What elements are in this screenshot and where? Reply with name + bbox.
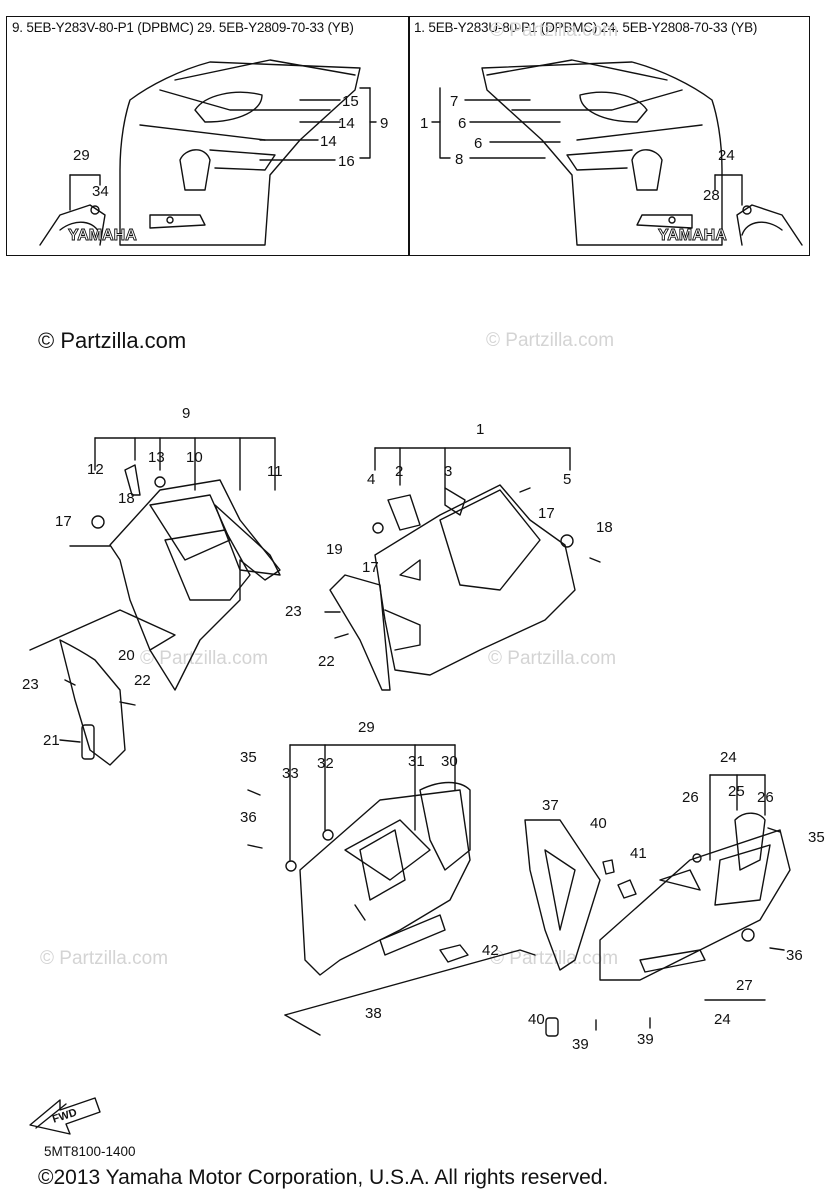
callout-18: 18 (118, 490, 135, 507)
callout-42: 42 (482, 942, 499, 959)
callout-39: 39 (637, 1031, 654, 1048)
left-side-fairing-decal-view (39, 59, 361, 246)
right-part-caption: 1. 5EB-Y283U-80-P1 (DPBMC) 24. 5EB-Y2808… (414, 20, 758, 35)
callout-23: 23 (22, 676, 39, 693)
fwd-arrow-icon (29, 1097, 101, 1135)
callout-39: 39 (572, 1036, 589, 1053)
callout-18: 18 (596, 519, 613, 536)
watermark: © Partzilla.com (140, 648, 269, 669)
callout-34: 34 (92, 183, 109, 200)
watermark: © Partzilla.com (40, 948, 169, 969)
callout-26: 26 (682, 789, 699, 806)
callout-25: 25 (728, 783, 745, 800)
watermark: © Partzilla.com (486, 330, 615, 351)
callout-24: 24 (714, 1011, 731, 1028)
callout-29: 29 (358, 719, 375, 736)
callout-9: 9 (380, 115, 388, 132)
callout-4: 4 (367, 471, 375, 488)
watermark: © Partzilla.com (490, 948, 619, 969)
callout-16: 16 (338, 153, 355, 170)
callout-11: 11 (267, 463, 283, 480)
front-cowling-assembly (324, 447, 601, 691)
under-cowling-left-assembly (247, 744, 536, 1036)
callout-7: 7 (450, 93, 458, 110)
inner-fairing-left-assembly (29, 437, 281, 766)
callout-21: 21 (43, 732, 60, 749)
callout-6: 6 (474, 135, 482, 152)
under-cowling-right-assembly (524, 774, 791, 1037)
callout-40: 40 (528, 1011, 545, 1028)
callout-6: 6 (458, 115, 466, 132)
callout-40: 40 (590, 815, 607, 832)
callout-14: 14 (338, 115, 355, 132)
callout-28: 28 (703, 187, 720, 204)
callout-38: 38 (365, 1005, 382, 1022)
callout-31: 31 (408, 753, 425, 770)
callout-17: 17 (362, 559, 379, 576)
callout-3: 3 (444, 463, 452, 480)
callout-9: 9 (182, 405, 190, 422)
callout-35: 35 (240, 749, 257, 766)
callout-23: 23 (285, 603, 302, 620)
callout-17: 17 (538, 505, 555, 522)
callout-12: 12 (87, 461, 104, 478)
callout-13: 13 (148, 449, 165, 466)
right-decal-callout-lines (431, 87, 743, 206)
right-side-fairing-decal-view (481, 59, 803, 246)
callout-32: 32 (317, 755, 334, 772)
callout-26: 26 (757, 789, 774, 806)
callout-41: 41 (630, 845, 647, 862)
yamaha-decal: YAMAHA (658, 227, 727, 244)
yamaha-decal: YAMAHA (68, 227, 137, 244)
watermark: © Partzilla.com (488, 648, 617, 669)
partzilla-copyright: © Partzilla.com (38, 328, 187, 353)
callout-24: 24 (720, 749, 737, 766)
callout-35: 35 (808, 829, 825, 846)
callout-17: 17 (55, 513, 72, 530)
diagram-code: 5MT8100-1400 (44, 1144, 136, 1159)
left-decal-callout-lines (69, 87, 377, 211)
callout-37: 37 (542, 797, 559, 814)
callout-5: 5 (563, 471, 571, 488)
callout-22: 22 (134, 672, 151, 689)
callout-19: 19 (326, 541, 343, 558)
callout-36: 36 (240, 809, 257, 826)
callout-22: 22 (318, 653, 335, 670)
callout-15: 15 (342, 93, 359, 110)
decal-panel-divider (408, 16, 410, 256)
callout-14: 14 (320, 133, 337, 150)
callout-36: 36 (786, 947, 803, 964)
callout-8: 8 (455, 151, 463, 168)
left-part-caption: 9. 5EB-Y283V-80-P1 (DPBMC) 29. 5EB-Y2809… (12, 20, 354, 35)
callout-24: 24 (718, 147, 735, 164)
callout-1: 1 (476, 421, 484, 438)
callout-33: 33 (282, 765, 299, 782)
callout-29: 29 (73, 147, 90, 164)
callout-2: 2 (395, 463, 403, 480)
yamaha-copyright-footer: ©2013 Yamaha Motor Corporation, U.S.A. A… (38, 1166, 609, 1189)
callout-1: 1 (420, 115, 428, 132)
watermark: © Partzilla.com (490, 20, 619, 41)
callout-10: 10 (186, 449, 203, 466)
callout-30: 30 (441, 753, 458, 770)
callout-20: 20 (118, 647, 135, 664)
callout-27: 27 (736, 977, 753, 994)
